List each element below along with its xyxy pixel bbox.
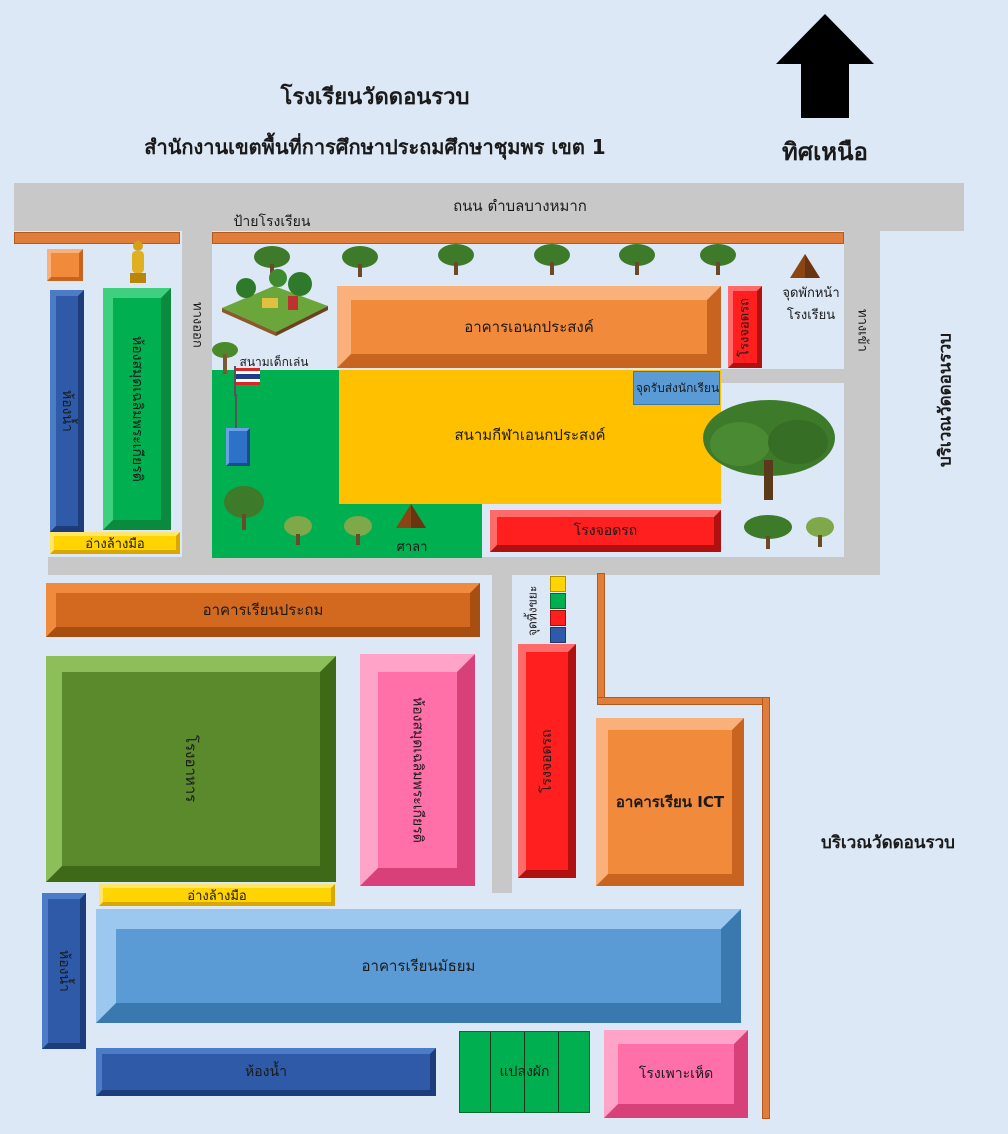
school-sign-label: ป้ายโรงเรียน — [233, 214, 311, 230]
library-pink-building: ห้องสมุดเฉลิมพระเกียรติ — [360, 654, 475, 886]
fence-horizontal-1 — [597, 697, 770, 705]
rest-point-roof-icon — [790, 254, 820, 278]
canteen-building: โรงอาหาร — [46, 656, 336, 882]
temple-area-right-label: บริเวณวัดดอนรวบ — [935, 333, 956, 467]
secondary-building-label: อาคารเรียนมัธยม — [361, 957, 476, 975]
ict-building-label: อาคารเรียน ICT — [615, 793, 725, 811]
exit-road-label: ทางออก — [189, 302, 205, 348]
tree-icon — [744, 515, 792, 549]
vegetable-plot-label: แปลงผัก — [499, 1064, 550, 1080]
rest-point-label: จุดพักหน้าโรงเรียน — [782, 286, 840, 323]
education-office-subtitle: สำนักงานเขตพื้นที่การศึกษาประถมศึกษาชุมพ… — [144, 135, 606, 159]
ict-building: อาคารเรียน ICT — [596, 718, 744, 886]
student-pickup-point: จุดรับส่งนักเรียน — [633, 371, 720, 405]
primary-building-label: อาคารเรียนประถม — [202, 601, 324, 619]
plot-divider — [524, 1032, 525, 1112]
pavilion-roof-icon — [396, 504, 426, 528]
parking-top-building: โรงจอดรถ — [728, 286, 762, 368]
fence-top-left — [14, 232, 180, 244]
secondary-building: อาคารเรียนมัธยม — [96, 909, 741, 1023]
tree-icon — [534, 244, 570, 275]
trash-bin-blue-icon — [550, 627, 566, 643]
canteen-label: โรงอาหาร — [182, 735, 200, 803]
trash-point-label: จุดทิ้งขยะ — [525, 585, 540, 637]
tree-icon — [344, 516, 372, 545]
inner-road-vertical — [492, 575, 512, 893]
parking-top-label: โรงจอดรถ — [737, 297, 753, 357]
fence-top-main — [212, 232, 844, 244]
playground-label: สนามเด็กเล่น — [239, 354, 309, 369]
primary-building: อาคารเรียนประถม — [46, 583, 480, 637]
large-tree-icon — [703, 400, 835, 500]
temple-area-lower-label: บริเวณวัดดอนรวบ — [821, 832, 955, 853]
restroom-left-label: ห้องน้ำ — [59, 390, 75, 432]
parking-vertical-building: โรงจอดรถ — [518, 644, 576, 878]
school-name-title: โรงเรียนวัดดอนรวบ — [280, 84, 470, 110]
restroom-left-building: ห้องน้ำ — [50, 290, 84, 532]
tree-icon — [284, 516, 312, 545]
tree-icon — [254, 246, 290, 277]
north-label: ทิศเหนือ — [782, 137, 868, 166]
wash-basin-top: อ่างล้างมือ — [50, 532, 180, 554]
thai-flag-icon — [234, 366, 260, 396]
plot-divider — [490, 1032, 491, 1112]
tree-icon — [224, 486, 264, 530]
restroom-vertical-building: ห้องน้ำ — [42, 893, 86, 1049]
pavilion-label: ศาลา — [396, 539, 428, 555]
parking-vertical-label: โรงจอดรถ — [539, 729, 555, 793]
wash-basin-bottom-label: อ่างล้างมือ — [187, 888, 247, 904]
palm-tree-icon — [212, 342, 238, 374]
sports-field-label: สนามกีฬาเอนกประสงค์ — [454, 426, 606, 444]
multipurpose-building-label: อาคารเอนกประสงค์ — [464, 318, 594, 336]
mushroom-house-label: โรงเพาะเห็ด — [638, 1066, 714, 1082]
exit-road — [182, 231, 212, 571]
tree-icon — [619, 244, 655, 275]
trash-bin-red-icon — [550, 610, 566, 626]
student-pickup-label: จุดรับส่งนักเรียน — [635, 380, 720, 395]
entrance-road-label: ทางเข้า — [854, 308, 870, 352]
trash-bin-green-icon — [550, 593, 566, 609]
tree-icon — [806, 517, 834, 547]
tree-icon — [342, 246, 378, 277]
library-left-building: ห้องสมุดเฉลิมพระเกียรติ — [103, 288, 171, 530]
inner-road-horizontal — [48, 557, 880, 575]
tree-icon — [438, 244, 474, 275]
main-road — [14, 183, 964, 231]
buddha-statue-icon — [130, 239, 146, 283]
fence-vertical-2 — [762, 697, 770, 1119]
north-arrow-icon — [776, 14, 874, 118]
guard-post — [47, 249, 83, 281]
restroom-bottom-building: ห้องน้ำ — [96, 1048, 436, 1096]
vegetable-plot: แปลงผัก — [459, 1031, 590, 1113]
wash-basin-top-label: อ่างล้างมือ — [85, 536, 145, 552]
main-road-label: ถนน ตำบลบางหมาก — [453, 197, 587, 215]
parking-middle-label: โรงจอดรถ — [573, 523, 638, 539]
inner-road-middle-h — [720, 369, 844, 383]
fence-vertical-1 — [597, 573, 605, 699]
library-pink-label: ห้องสมุดเฉลิมพระเกียรติ — [409, 697, 426, 843]
plot-divider — [558, 1032, 559, 1112]
wash-basin-bottom: อ่างล้างมือ — [99, 884, 335, 906]
trash-bin-yellow-icon — [550, 576, 566, 592]
flagpole — [235, 394, 237, 430]
multipurpose-building: อาคารเอนกประสงค์ — [337, 286, 721, 368]
restroom-vertical-label: ห้องน้ำ — [56, 950, 72, 992]
library-left-label: ห้องสมุดเฉลิมพระเกียรติ — [129, 336, 145, 482]
parking-middle-building: โรงจอดรถ — [490, 510, 721, 552]
entrance-road — [844, 231, 880, 573]
tree-icon — [700, 244, 736, 275]
restroom-bottom-label: ห้องน้ำ — [245, 1064, 287, 1080]
playground-icon — [222, 269, 328, 336]
mushroom-house-building: โรงเพาะเห็ด — [604, 1030, 748, 1118]
flag-platform — [226, 428, 250, 466]
